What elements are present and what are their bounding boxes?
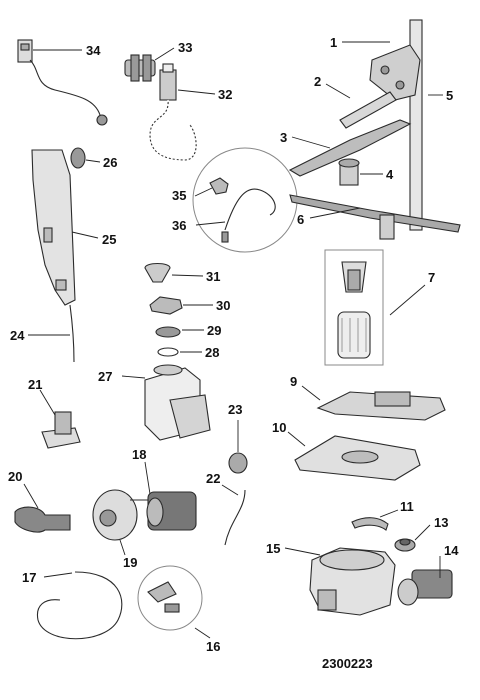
callout-23: 23 — [228, 402, 242, 417]
callout-2: 2 — [314, 74, 321, 89]
part-7-filter-box — [324, 249, 384, 366]
callout-20: 20 — [8, 469, 22, 484]
callout-16: 16 — [206, 639, 220, 654]
part-33-clip — [124, 54, 156, 82]
callout-26: 26 — [103, 155, 117, 170]
part-25-side-panel — [31, 149, 76, 306]
part-13-nut — [394, 538, 416, 552]
callout-33: 33 — [178, 40, 192, 55]
part-1-5-supply-tube — [339, 19, 423, 231]
callout-36: 36 — [172, 218, 186, 233]
part-23-cap — [228, 452, 248, 474]
callout-30: 30 — [216, 298, 230, 313]
callout-labels: 1 2 3 4 5 6 7 9 10 11 13 14 15 16 17 18 … — [8, 35, 459, 654]
callout-21: 21 — [28, 377, 42, 392]
part-30-disc — [149, 296, 183, 315]
callout-15: 15 — [266, 541, 280, 556]
detail-circle-35-36 — [192, 147, 298, 253]
part-31-cap — [144, 262, 171, 283]
callout-6: 6 — [297, 212, 304, 227]
callout-32: 32 — [218, 87, 232, 102]
part-22-hose — [224, 489, 246, 546]
callout-24: 24 — [10, 328, 25, 343]
callout-4: 4 — [386, 167, 394, 182]
callout-1: 1 — [330, 35, 337, 50]
callout-25: 25 — [102, 232, 116, 247]
part-15-sump — [309, 547, 396, 616]
callout-35: 35 — [172, 188, 186, 203]
callout-27: 27 — [98, 369, 112, 384]
part-20-hose — [14, 506, 71, 533]
callout-14: 14 — [444, 543, 459, 558]
part-21-elbow — [41, 411, 81, 449]
callout-31: 31 — [206, 269, 220, 284]
part-3-upper-spray-arm — [288, 119, 412, 177]
callout-5: 5 — [446, 88, 453, 103]
callout-22: 22 — [206, 471, 220, 486]
callout-9: 9 — [290, 374, 297, 389]
part-26-cap — [70, 147, 86, 169]
callout-7: 7 — [428, 270, 435, 285]
part-18-motor — [146, 491, 197, 531]
part-34-connector-cable — [17, 39, 108, 126]
part-11-clip — [351, 517, 389, 531]
part-32-hose-sensor — [149, 63, 197, 161]
leader-lines — [23, 41, 443, 639]
part-19-pump — [92, 489, 151, 541]
part-14-heater-pump — [397, 569, 453, 606]
callout-3: 3 — [280, 130, 287, 145]
part-4-hub — [338, 158, 360, 186]
callout-19: 19 — [123, 555, 137, 570]
callout-29: 29 — [207, 323, 221, 338]
detail-circle-16 — [137, 565, 203, 631]
part-24-cable — [69, 304, 75, 363]
part-29-ring — [155, 326, 181, 338]
callout-11: 11 — [400, 499, 414, 514]
callout-17: 17 — [22, 570, 36, 585]
callout-10: 10 — [272, 420, 286, 435]
diagram-reference-number: 2300223 — [322, 656, 373, 671]
callout-34: 34 — [86, 43, 101, 58]
part-27-container — [144, 364, 211, 441]
part-6-lower-spray-arm — [289, 194, 461, 233]
part-17-drain-hose — [36, 571, 123, 640]
callout-28: 28 — [205, 345, 219, 360]
part-28-o-ring — [157, 347, 179, 357]
callout-18: 18 — [132, 447, 146, 462]
callout-13: 13 — [434, 515, 448, 530]
